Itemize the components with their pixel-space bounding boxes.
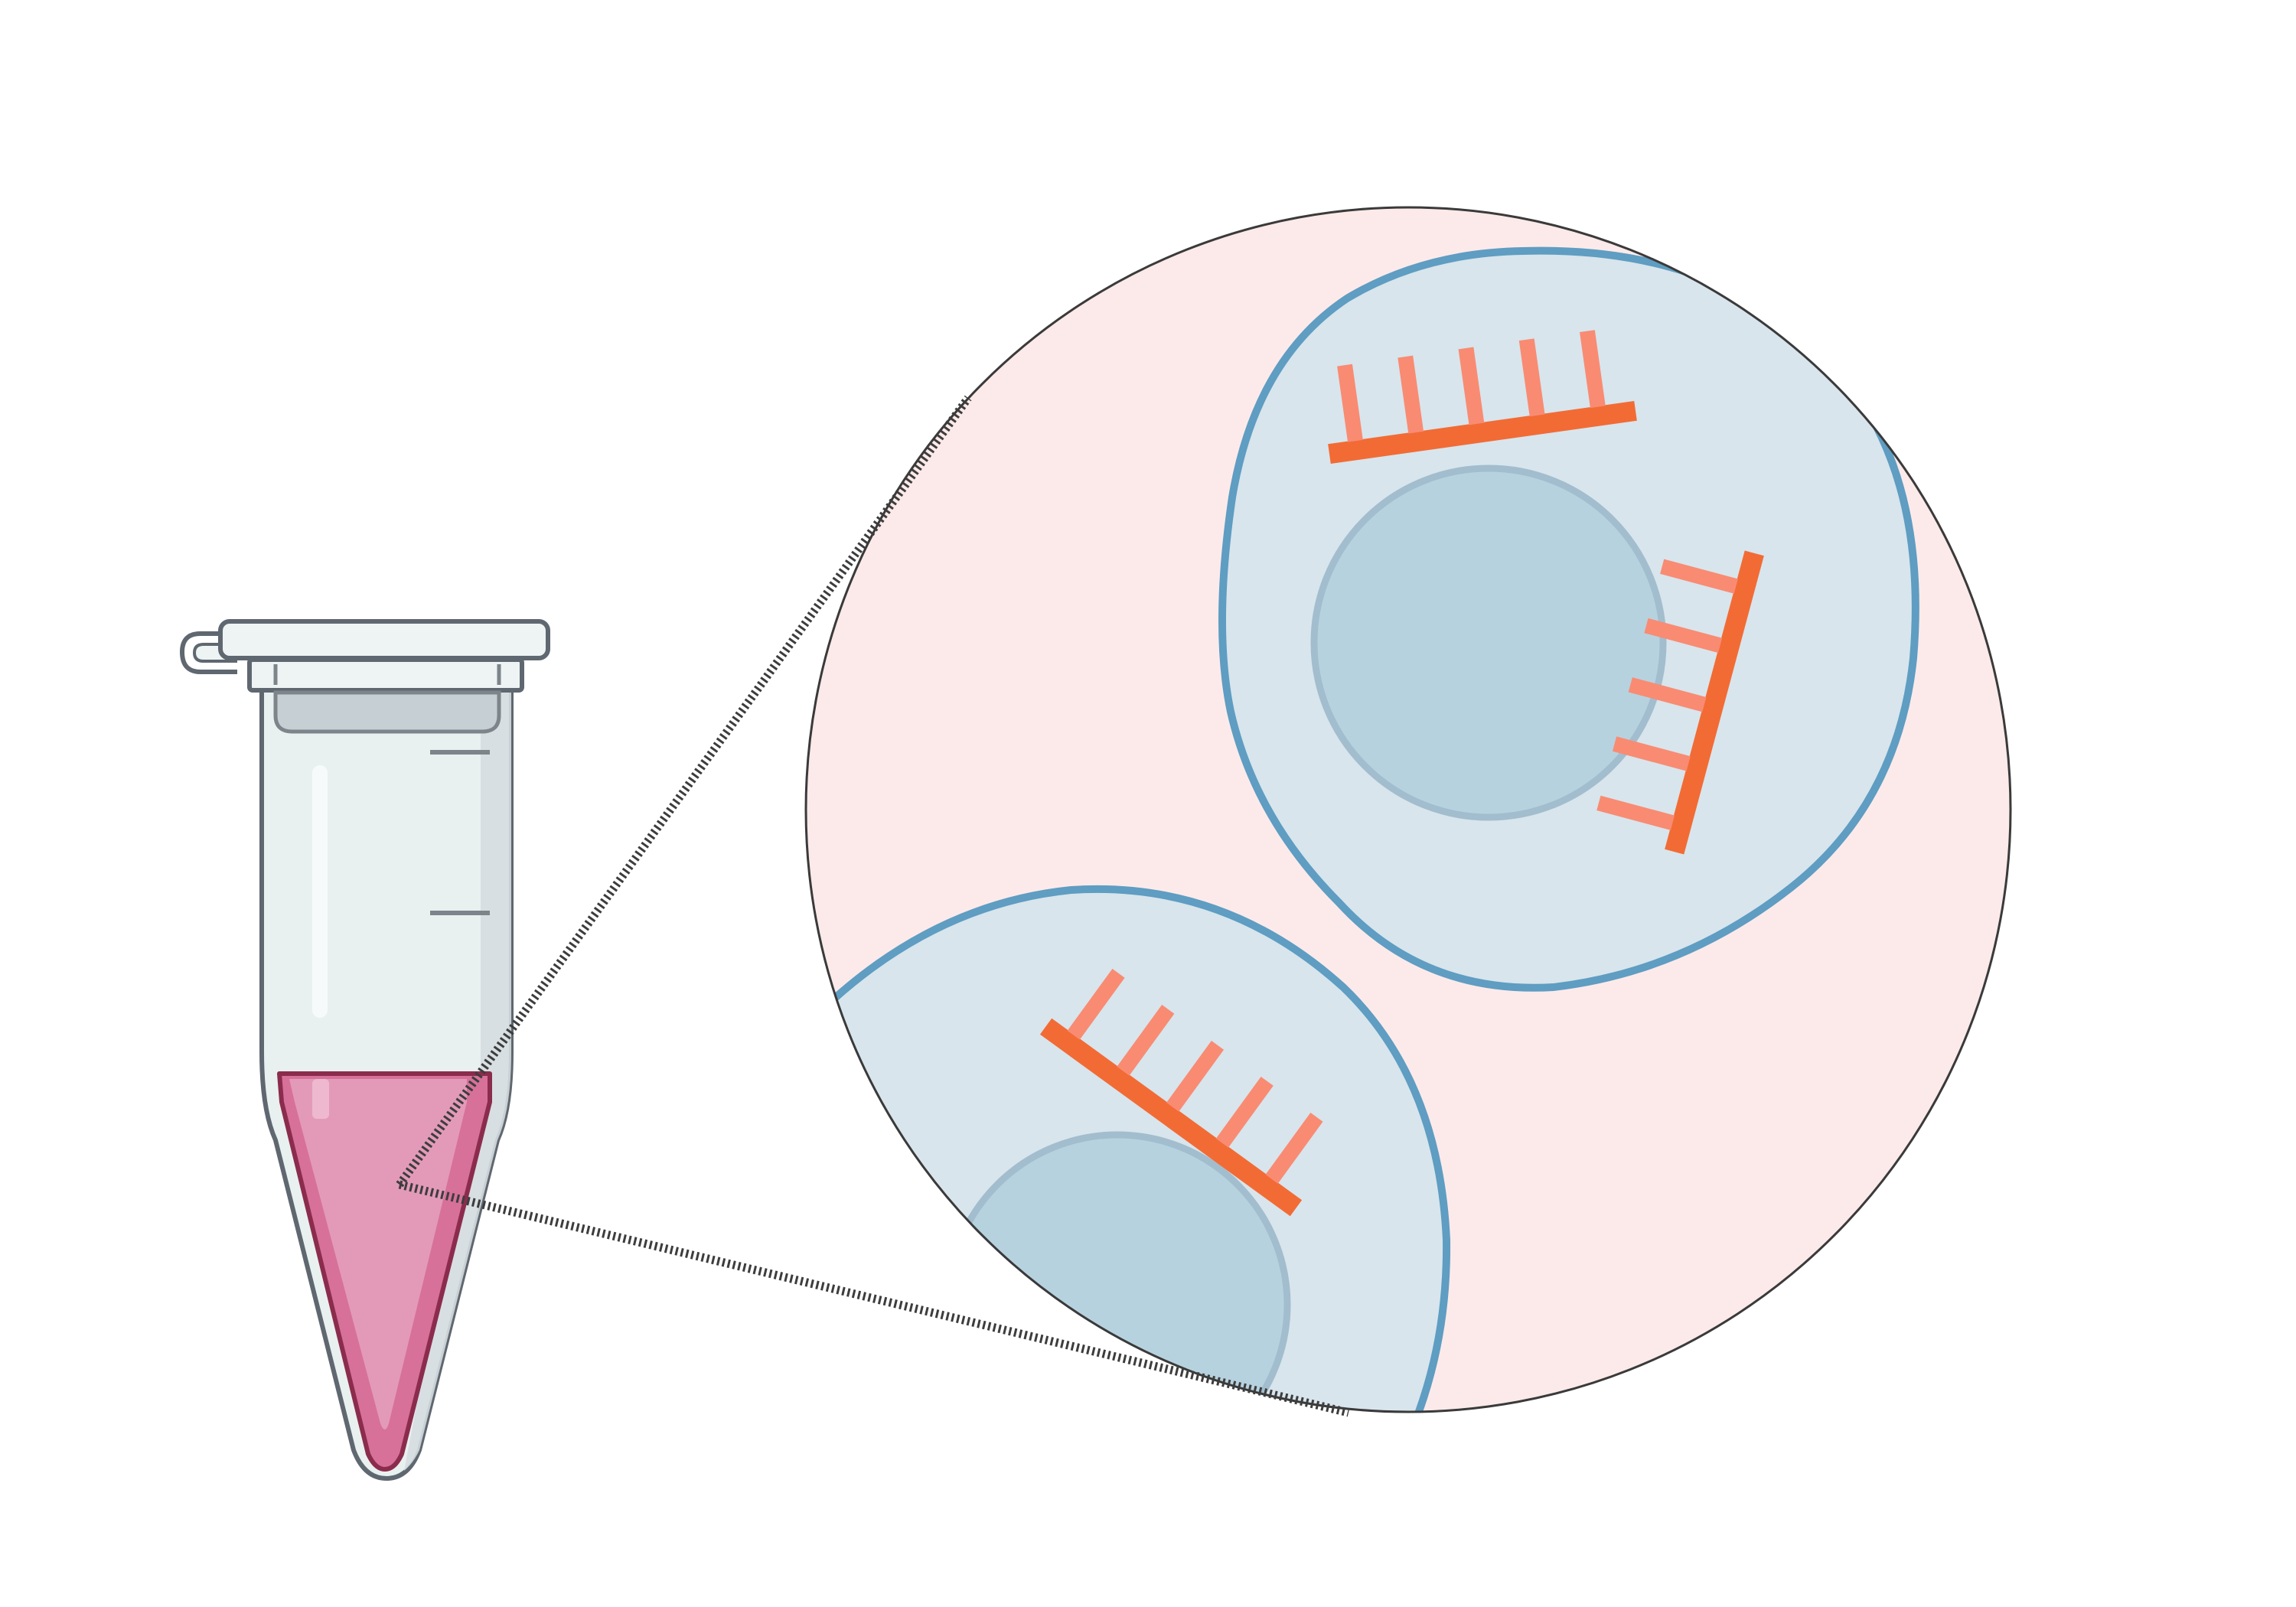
receptor-base	[1039, 1018, 1303, 1217]
receptor	[1039, 968, 1323, 1217]
receptor-tine	[1166, 1040, 1225, 1112]
receptor-tine	[1265, 1113, 1323, 1184]
receptor-base	[1328, 401, 1637, 464]
receptor-base	[1665, 550, 1764, 855]
microcentrifuge-tube	[179, 619, 550, 1482]
tube-highlight	[312, 765, 328, 1018]
magnifier-outline	[804, 206, 2012, 1413]
tube-collar	[247, 657, 524, 693]
receptor	[1328, 330, 1637, 464]
receptor-tine	[1397, 355, 1424, 434]
magnification-lines	[396, 395, 1350, 1417]
receptor-tine	[1612, 736, 1691, 771]
liquid-highlight	[312, 1079, 329, 1119]
receptor-tine	[1117, 1004, 1175, 1076]
receptor	[1596, 550, 1764, 855]
receptor-tine	[1518, 338, 1545, 417]
receptor-tine	[1644, 618, 1723, 654]
zoom-line-upper	[396, 395, 972, 1188]
tube-cap	[218, 619, 550, 660]
receptor-tine	[1067, 968, 1125, 1040]
tube-liquid-inner	[289, 1079, 467, 1429]
tube-cap-inner	[273, 690, 501, 734]
receptor-tine	[1580, 330, 1606, 409]
receptor-tine	[1215, 1077, 1274, 1148]
receptor-tine	[1458, 347, 1485, 425]
nucleus	[944, 1131, 1291, 1412]
tube-inner-shade	[404, 689, 511, 1471]
zoom-line-lower	[398, 1180, 1350, 1417]
tube-hinge	[179, 631, 237, 674]
receptor-tine	[1628, 677, 1707, 712]
magnified-view	[804, 206, 2012, 1413]
cell-lower	[806, 885, 1451, 1412]
receptor-tine	[1660, 559, 1738, 594]
receptor-tine	[1596, 795, 1675, 830]
receptor-tine	[1337, 363, 1363, 442]
nucleus	[1310, 464, 1667, 821]
